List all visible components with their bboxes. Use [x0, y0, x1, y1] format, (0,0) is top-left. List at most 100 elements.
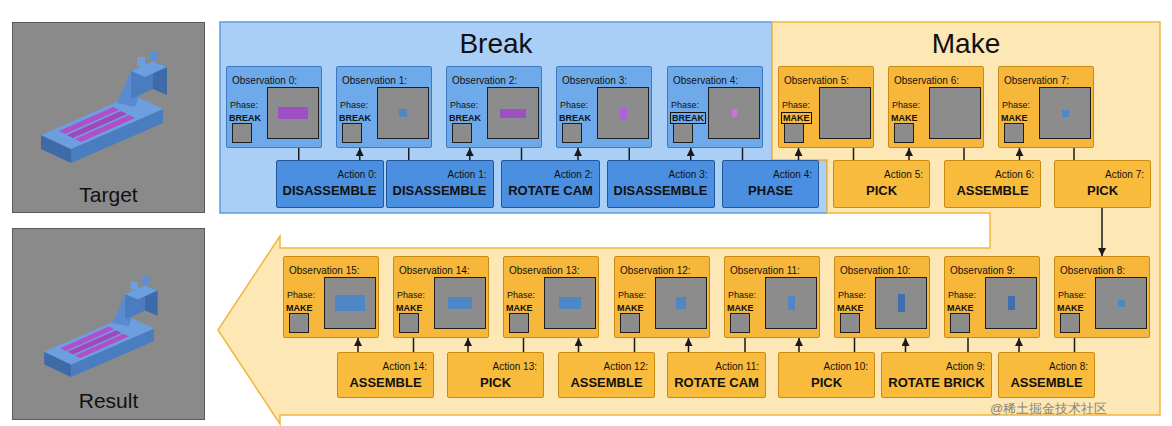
text-slot: Observation 14: — [399, 260, 470, 278]
observation-box: Observation 9:Phase:MAKE — [944, 256, 1040, 338]
observation-thumbnail — [1060, 313, 1080, 333]
action-name: ROTATE CAM — [508, 184, 593, 199]
text-slot: Observation 8: — [1060, 260, 1125, 278]
text-slot: Observation 1: — [342, 70, 407, 88]
observation-box: Observation 7:Phase:MAKE — [998, 66, 1094, 148]
action-box: Action 10:PICK — [778, 352, 875, 398]
action-heading: Action 6: — [995, 169, 1034, 181]
action-heading: Action 0: — [338, 169, 377, 181]
observation-thumbnail — [342, 123, 362, 143]
observation-image — [487, 87, 539, 139]
text-slot: Action 3: — [669, 164, 708, 182]
observation-thumbnail — [452, 123, 472, 143]
text-slot: Action 6: — [995, 164, 1034, 182]
text-slot: Phase: — [838, 284, 866, 302]
text-slot: ASSEMBLE — [999, 373, 1094, 391]
text-slot: Action 9: — [946, 356, 985, 374]
observation-thumbnail — [730, 313, 750, 333]
observation-image — [765, 277, 817, 329]
action-name: ASSEMBLE — [956, 184, 1028, 199]
observation-heading: Observation 8: — [1060, 265, 1125, 277]
action-name: PICK — [811, 376, 842, 391]
observation-box: Observation 13:Phase:MAKE — [503, 256, 599, 338]
phase-label: Phase: — [671, 100, 699, 110]
observation-heading: Observation 2: — [452, 75, 517, 87]
text-slot: Phase: — [450, 94, 478, 112]
action-heading: Action 7: — [1105, 169, 1144, 181]
text-slot: Action 7: — [1105, 164, 1144, 182]
text-slot: Action 13: — [493, 356, 537, 374]
text-slot: Observation 3: — [562, 70, 627, 88]
action-name: PICK — [1087, 184, 1118, 199]
action-box: Action 14:ASSEMBLE — [337, 352, 434, 398]
observation-box: Observation 8:Phase:MAKE — [1054, 256, 1150, 338]
text-slot: PHASE — [723, 181, 818, 199]
observation-box: Observation 10:Phase:MAKE — [834, 256, 930, 338]
phase-value: MAKE — [286, 303, 313, 313]
brick-sprite — [788, 296, 795, 310]
observation-thumbnail — [673, 123, 693, 143]
observation-thumbnail — [509, 313, 529, 333]
observation-thumbnail — [399, 313, 419, 333]
phase-label: Phase: — [1058, 290, 1086, 300]
brick-sprite — [448, 297, 472, 309]
region-outline — [218, 22, 1160, 424]
text-slot: Action 2: — [554, 164, 593, 182]
observation-heading: Observation 1: — [342, 75, 407, 87]
slab-top — [41, 95, 163, 149]
action-box: Action 12:ASSEMBLE — [558, 352, 655, 398]
observation-heading: Observation 15: — [289, 265, 360, 277]
purple-bar — [75, 115, 135, 142]
text-slot: Observation 11: — [730, 260, 800, 278]
observation-box: Observation 0:Phase:BREAK — [226, 66, 322, 148]
observation-box: Observation 3:Phase:BREAK — [556, 66, 652, 148]
brick-sprite — [335, 295, 365, 311]
action-box: Action 3:DISASSEMBLE — [607, 160, 715, 208]
action-box: Action 1:DISASSEMBLE — [386, 160, 494, 208]
action-heading: Action 1: — [448, 169, 487, 181]
text-slot: Action 4: — [773, 164, 812, 182]
phase-value: MAKE — [947, 303, 974, 313]
observation-heading: Observation 12: — [620, 265, 691, 277]
observation-heading: Observation 11: — [730, 265, 800, 277]
observation-box: Observation 12:Phase:MAKE — [614, 256, 710, 338]
stud — [137, 57, 145, 66]
brick-sprite — [732, 109, 737, 117]
phase-label: Phase: — [287, 290, 315, 300]
phase-value: MAKE — [727, 303, 754, 313]
observation-heading: Observation 7: — [1004, 75, 1069, 87]
text-slot: Action 12: — [604, 356, 648, 374]
action-box: Action 9:ROTATE BRICK — [881, 352, 992, 398]
phase-value: MAKE — [396, 303, 423, 313]
text-slot: Observation 10: — [840, 260, 911, 278]
phase-region: Observation 0:Phase:BREAK Action 0:DISASS… — [220, 22, 827, 213]
brick-model-copy — [44, 276, 157, 377]
phase-value: MAKE — [506, 303, 533, 313]
action-heading: Action 11: — [715, 361, 759, 373]
text-slot: Break — [220, 28, 772, 60]
observation-thumbnail — [840, 313, 860, 333]
text-slot: ROTATE CAM — [502, 181, 599, 199]
observation-thumbnail — [894, 123, 914, 143]
action-box: Action 6: ASSEMBLE — [944, 160, 1041, 208]
phase-label: Phase: — [560, 100, 588, 110]
observation-image — [267, 87, 319, 139]
action-box: Action 0:DISASSEMBLE — [276, 160, 384, 208]
action-box: Action 13:PICK — [447, 352, 544, 398]
observation-image — [985, 277, 1037, 329]
text-slot: ASSEMBLE — [338, 373, 433, 391]
phase-label: Phase: — [1002, 100, 1030, 110]
image-panel: Result — [12, 228, 205, 420]
phase-value: MAKE — [781, 112, 812, 124]
observation-image — [1095, 277, 1147, 329]
observation-image — [875, 277, 927, 329]
observation-image — [597, 87, 649, 139]
brick-sprite — [278, 107, 308, 119]
observation-image — [544, 277, 596, 329]
text-slot: Action 14: — [383, 356, 427, 374]
text-slot: Make — [772, 28, 1160, 60]
text-slot: Observation 0: — [232, 70, 297, 88]
text-slot: Phase: — [397, 284, 425, 302]
observation-heading: Observation 3: — [562, 75, 627, 87]
